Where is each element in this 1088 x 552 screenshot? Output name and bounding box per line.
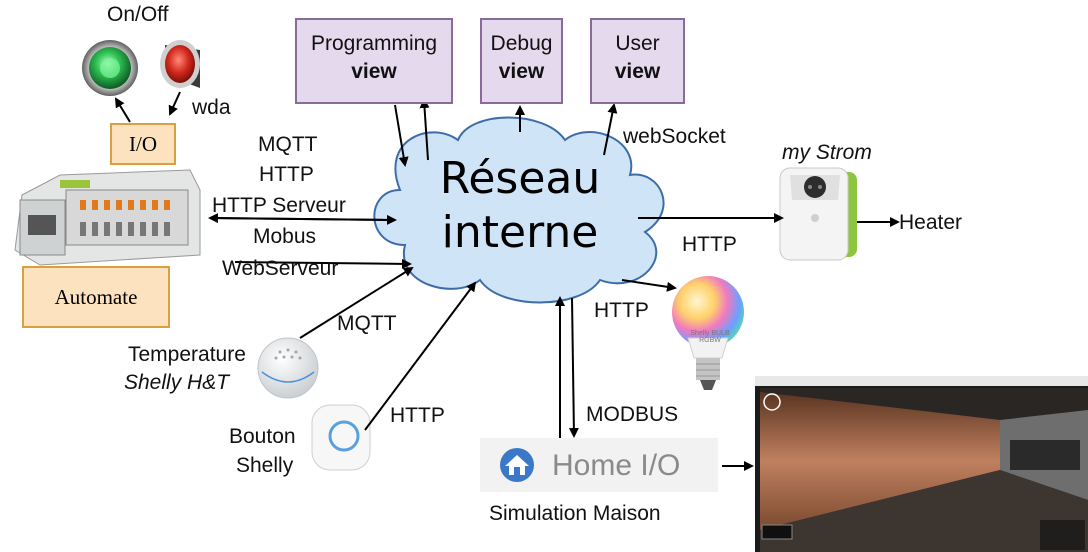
protocol-mqtt: MQTT bbox=[258, 133, 318, 156]
bulb-brand-text: Shelly BULB bbox=[690, 330, 730, 337]
smart-bulb-icon bbox=[670, 272, 768, 392]
bulb-brand-label: Shelly BULB RGBW bbox=[690, 330, 730, 344]
plc-device-icon bbox=[14, 169, 201, 266]
automate-box: Automate bbox=[22, 266, 170, 328]
home-io-label: Home I/O bbox=[552, 449, 681, 482]
mqtt-temp-label: MQTT bbox=[337, 312, 397, 335]
user-view-box: User view bbox=[590, 18, 685, 104]
modbus-label: MODBUS bbox=[586, 403, 679, 426]
bulb-model-text: RGBW bbox=[699, 337, 721, 344]
user-view-title: User bbox=[615, 32, 660, 55]
protocol-http-serveur: HTTP Serveur bbox=[212, 194, 346, 217]
smart-plug-icon bbox=[779, 167, 857, 261]
red-button-icon bbox=[160, 40, 200, 88]
bouton-label: Bouton bbox=[229, 425, 296, 448]
shelly-ht-label: Shelly H&T bbox=[124, 371, 230, 394]
programming-view-box: Programming view bbox=[295, 18, 453, 104]
temperature-label: Temperature bbox=[128, 343, 246, 366]
programming-view-subtitle: view bbox=[351, 60, 397, 83]
debug-view-title: Debug bbox=[490, 32, 553, 55]
http-button-label: HTTP bbox=[390, 404, 445, 427]
heater-label: Heater bbox=[899, 211, 963, 234]
shelly-button-icon bbox=[311, 404, 371, 471]
on-off-label: On/Off bbox=[107, 3, 169, 26]
user-view-subtitle: view bbox=[614, 60, 661, 83]
protocol-mobus: Mobus bbox=[253, 225, 317, 248]
wda-label: wda bbox=[192, 96, 231, 119]
temperature-sensor-icon bbox=[257, 337, 319, 399]
io-box: I/O bbox=[110, 123, 176, 165]
debug-view-subtitle: view bbox=[498, 60, 545, 83]
cloud-label: Réseau interne bbox=[420, 152, 620, 260]
http-bulb-arrow-label: HTTP bbox=[594, 299, 649, 322]
simulation-maison-label: Simulation Maison bbox=[489, 502, 661, 525]
debug-view-box: Debug view bbox=[480, 18, 563, 104]
cloud-line-1: Réseau bbox=[439, 153, 601, 204]
cloud-line-2: interne bbox=[441, 207, 599, 258]
protocol-webserveur: WebServeur bbox=[222, 257, 339, 280]
automate-label: Automate bbox=[54, 285, 138, 309]
websocket-label: webSocket bbox=[623, 125, 726, 148]
protocol-http: HTTP bbox=[259, 163, 314, 186]
green-button-icon bbox=[82, 40, 138, 96]
simulation-screenshot bbox=[755, 376, 1088, 552]
http-bulb-top-label: HTTP bbox=[682, 233, 737, 256]
my-strom-label: my Strom bbox=[782, 141, 872, 164]
home-io-logo bbox=[480, 438, 718, 492]
programming-view-title: Programming bbox=[310, 32, 438, 55]
shelly-label: Shelly bbox=[236, 454, 294, 477]
io-label: I/O bbox=[129, 132, 157, 156]
